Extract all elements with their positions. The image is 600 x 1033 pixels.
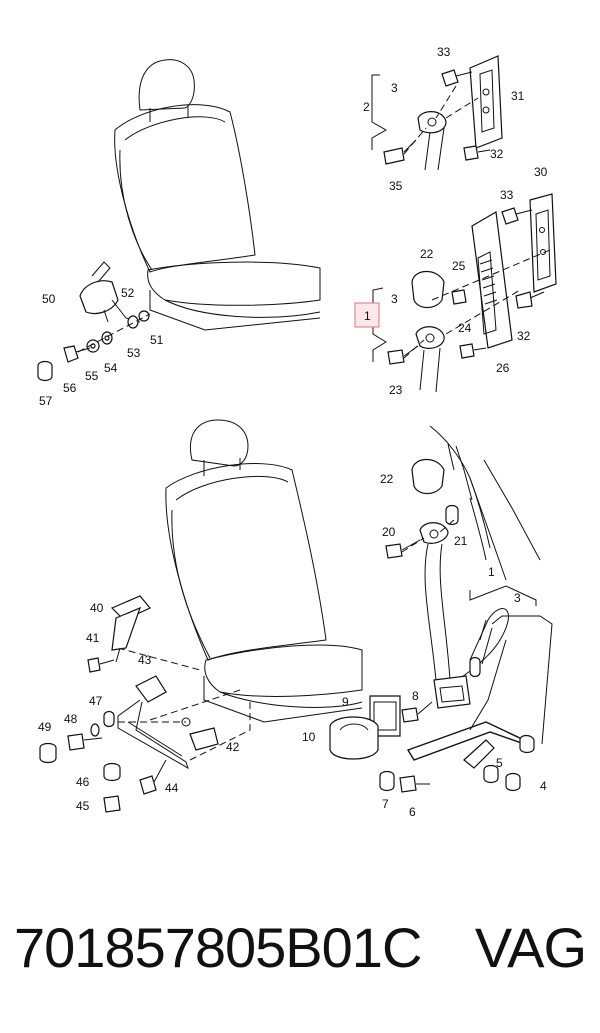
callout-33-middle: 33 xyxy=(500,188,514,202)
callout-35: 35 xyxy=(389,179,403,193)
callout-49: 49 xyxy=(38,720,52,734)
callout-46: 46 xyxy=(76,775,90,789)
footer-caption: 701857805B01C VAG xyxy=(0,915,600,995)
callout-45: 45 xyxy=(76,799,90,813)
callout-48: 48 xyxy=(64,712,78,726)
callout-32-upper: 32 xyxy=(490,147,504,161)
callout-41: 41 xyxy=(86,631,100,645)
callout-6: 6 xyxy=(409,805,416,819)
brand-name: VAG xyxy=(474,916,587,979)
callout-56: 56 xyxy=(63,381,77,395)
callout-51: 51 xyxy=(150,333,164,347)
callout-7: 7 xyxy=(382,797,389,811)
callout-53: 53 xyxy=(127,346,141,360)
callout-33-upper: 33 xyxy=(437,45,451,59)
part-number: 701857805B01C xyxy=(14,916,422,979)
callout-1-highlighted: 1 xyxy=(364,309,371,323)
callout-42: 42 xyxy=(226,740,240,754)
callout-22-lower: 22 xyxy=(380,472,394,486)
callout-43: 43 xyxy=(138,653,152,667)
callout-47: 47 xyxy=(89,694,103,708)
callout-3-middle: 3 xyxy=(391,292,398,306)
upper-anchor-group xyxy=(371,55,503,171)
callout-57: 57 xyxy=(39,394,53,408)
seat-illustration-top xyxy=(114,59,321,331)
callout-24: 24 xyxy=(458,321,472,335)
callout-4: 4 xyxy=(540,779,547,793)
callout-21: 21 xyxy=(454,534,468,548)
callout-10: 10 xyxy=(302,730,316,744)
callout-25: 25 xyxy=(452,259,466,273)
callout-52: 52 xyxy=(121,286,135,300)
callout-20: 20 xyxy=(382,525,396,539)
callout-5: 5 xyxy=(496,756,503,770)
callout-3-lower: 3 xyxy=(514,591,521,605)
belt-assembly-bottom xyxy=(329,425,553,793)
callout-55: 55 xyxy=(85,369,99,383)
seat-belt-exploded-diagram: 50 52 51 53 54 55 56 57 3 2 33 31 32 35 xyxy=(37,45,557,819)
callout-1-lower: 1 xyxy=(488,565,495,579)
callout-22-upper: 22 xyxy=(420,247,434,261)
callout-8: 8 xyxy=(412,689,419,703)
callout-32-middle: 32 xyxy=(517,329,531,343)
callout-23: 23 xyxy=(389,383,403,397)
callout-54: 54 xyxy=(104,361,118,375)
callout-2: 2 xyxy=(363,100,370,114)
highlight-callout-1 xyxy=(354,302,380,328)
buckle-assembly-bottom xyxy=(39,595,219,813)
seat-illustration-bottom xyxy=(117,419,363,761)
callout-31: 31 xyxy=(511,89,525,103)
callout-9: 9 xyxy=(342,695,349,709)
callout-30: 30 xyxy=(534,165,548,179)
callout-3-upper: 3 xyxy=(391,81,398,95)
fastener-stack-top xyxy=(37,310,151,382)
callout-40: 40 xyxy=(90,601,104,615)
callout-26: 26 xyxy=(496,361,510,375)
pillar-adjuster-group xyxy=(372,193,557,393)
callout-44: 44 xyxy=(165,781,179,795)
callout-50: 50 xyxy=(42,292,56,306)
